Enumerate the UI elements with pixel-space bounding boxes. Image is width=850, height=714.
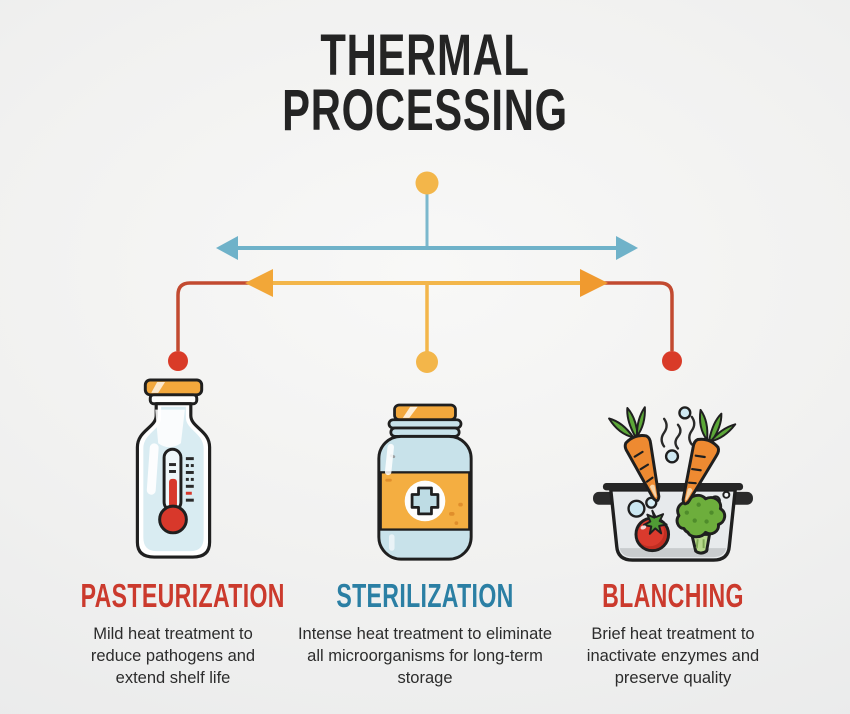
- blanching-icon-box: [541, 372, 805, 562]
- page-title: THERMAL PROCESSING: [0, 23, 850, 143]
- milk-bottle-thermometer-icon: [135, 378, 211, 559]
- blanching-section: BLANCHING Brief heat treatment to inacti…: [541, 372, 805, 689]
- sterilization-heading: STERILIZATION: [336, 577, 514, 614]
- orange-arrow-right-icon: [580, 269, 608, 297]
- orange-arrow-left-icon: [245, 269, 273, 297]
- right-node-dot: [662, 351, 682, 371]
- sterilization-icon-box: [293, 372, 557, 562]
- title-line-1: THERMAL: [320, 23, 530, 88]
- pasteurization-heading: PASTEURIZATION: [80, 577, 285, 614]
- blue-arrow-right-icon: [616, 236, 638, 260]
- sterilization-description: Intense heat treatment to eliminate all …: [297, 625, 553, 687]
- sterilization-section: STERILIZATION Intense heat treatment to …: [293, 372, 557, 689]
- top-node-dot: [415, 171, 439, 195]
- center-node-dot: [416, 351, 438, 373]
- red-branch-right: [596, 281, 674, 351]
- left-node-dot: [168, 351, 188, 371]
- pot-vegetables-icon: [593, 405, 753, 562]
- pasteurization-description: Mild heat treatment to reduce pathogens …: [90, 625, 256, 687]
- blanching-heading: BLANCHING: [602, 577, 744, 614]
- title-line-2: PROCESSING: [282, 78, 568, 143]
- pasteurization-icon-box: [41, 372, 305, 562]
- mason-jar-cross-icon: [377, 403, 473, 561]
- blue-arrow-left-icon: [216, 236, 238, 260]
- red-branch-left: [176, 281, 258, 351]
- pasteurization-section: PASTEURIZATION Mild heat treatment to re…: [41, 372, 305, 689]
- blanching-description: Brief heat treatment to inactivate enzym…: [586, 625, 760, 687]
